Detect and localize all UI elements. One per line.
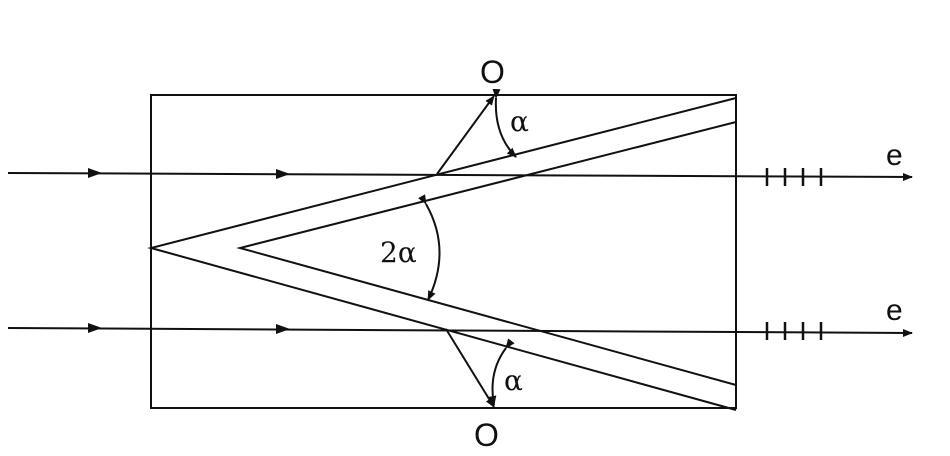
crystal-block	[150, 94, 737, 409]
ordinary-label-top: O	[480, 54, 505, 90]
ordinary-label-bottom: O	[474, 417, 499, 453]
extraordinary-label-top: e	[886, 139, 903, 172]
upper-polarization-ticks	[765, 168, 823, 186]
upper-ray	[7, 172, 913, 181]
lower-alpha-arc	[488, 338, 515, 406]
upper-ray-arrow-2	[276, 169, 290, 179]
apex-angle-label: 2α	[380, 236, 417, 269]
alpha-label-top: α	[510, 105, 529, 138]
wedge-outer-edge	[147, 97, 737, 411]
upper-ray-arrow-1	[88, 168, 102, 178]
lower-o-ray	[445, 328, 495, 408]
alpha-label-bottom: α	[504, 364, 523, 397]
apex-angle-arc	[418, 194, 441, 301]
lower-polarization-ticks	[765, 322, 823, 340]
upper-alpha-arc	[492, 88, 517, 158]
wedge-inner-edge	[236, 121, 737, 386]
upper-o-ray	[436, 95, 495, 175]
lower-ray-arrow-2	[276, 324, 290, 334]
lower-ray-arrow-1	[88, 323, 102, 333]
lower-ray	[7, 327, 913, 337]
extraordinary-label-bottom: e	[886, 294, 903, 327]
